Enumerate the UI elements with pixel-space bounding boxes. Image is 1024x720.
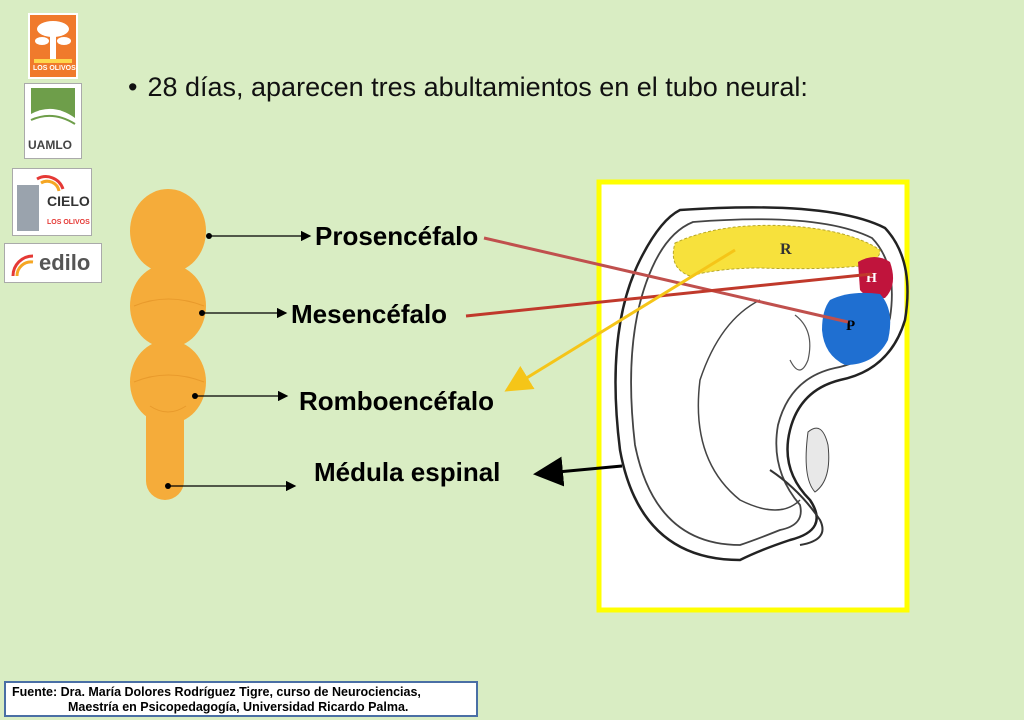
edilo-logo-text: edilo bbox=[39, 250, 91, 275]
cielo-logo: CIELO LOS OLIVOS bbox=[12, 168, 92, 236]
mesencefalo-label: Mesencéfalo bbox=[291, 299, 448, 329]
bullet-text: 28 días, aparecen tres abultamientos en … bbox=[147, 72, 808, 102]
medula-espinal-label: Médula espinal bbox=[314, 457, 501, 487]
connector-lines bbox=[465, 236, 873, 487]
neural-tube-left bbox=[130, 189, 206, 500]
yellow-letter: R bbox=[780, 241, 792, 258]
blue-region bbox=[822, 292, 891, 365]
romboencefalo-connector bbox=[504, 248, 736, 392]
embryo-illustration bbox=[596, 179, 910, 613]
uamlo-emblem-icon bbox=[30, 88, 76, 128]
source-line-2: Maestría en Psicopedagogía, Universidad … bbox=[68, 700, 409, 714]
cielo-building-icon bbox=[17, 175, 65, 231]
cielo-logo-subtext: LOS OLIVOS bbox=[47, 219, 90, 226]
prosencephalon-bulge bbox=[130, 189, 206, 273]
edilo-waves-icon bbox=[11, 254, 34, 277]
uamlo-logo-text: UAMLO bbox=[28, 138, 72, 152]
uamlo-logo: UAMLO bbox=[24, 83, 82, 159]
prosencefalo-connector bbox=[483, 236, 849, 324]
cielo-logo-text: CIELO bbox=[47, 193, 90, 209]
romboencefalo-label: Romboencéfalo bbox=[299, 386, 495, 416]
blue-letter: P bbox=[846, 318, 855, 334]
rhombencephalon-bulge bbox=[130, 340, 206, 424]
tree-icon bbox=[34, 21, 72, 63]
bullet-heading: •28 días, aparecen tres abultamientos en… bbox=[128, 72, 808, 102]
pointer-lines bbox=[165, 230, 312, 492]
olivos-logo-text: LOS OLIVOS bbox=[33, 65, 76, 72]
los-olivos-logo: LOS OLIVOS bbox=[28, 13, 78, 79]
mesencephalon-bulge bbox=[130, 264, 206, 348]
edilo-logo: edilo bbox=[4, 243, 102, 283]
source-citation: Fuente: Dra. María Dolores Rodríguez Tig… bbox=[4, 681, 478, 717]
prosencefalo-label: Prosencéfalo bbox=[315, 221, 479, 251]
mesencefalo-connector bbox=[465, 272, 873, 318]
red-letter: H bbox=[866, 271, 877, 286]
source-line-1: Fuente: Dra. María Dolores Rodríguez Tig… bbox=[12, 685, 421, 699]
medula-connector bbox=[533, 456, 623, 487]
limb-bud bbox=[805, 427, 830, 493]
red-region bbox=[858, 257, 894, 299]
